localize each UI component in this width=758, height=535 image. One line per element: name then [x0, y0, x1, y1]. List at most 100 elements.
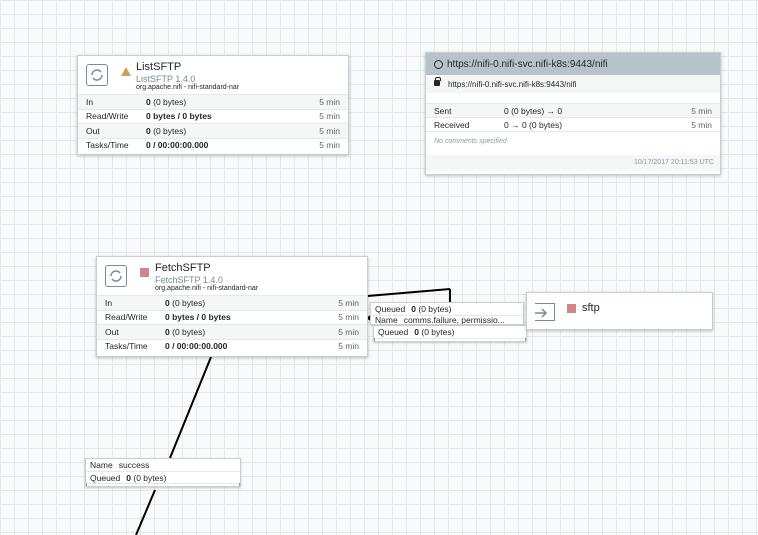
rpg-sent-row: Sent 0 (0 bytes) → 0 5 min: [426, 103, 720, 117]
lock-icon: [434, 77, 441, 86]
connection-backpressure-bar: [86, 483, 240, 486]
stat-label: Received: [434, 119, 470, 130]
stat-value: 0 → 0 (0 bytes): [504, 119, 563, 130]
stat-value-main: 0: [165, 326, 170, 337]
stat-row-read-write: Read/Write 0 bytes / 0 bytes 5 min: [97, 309, 367, 325]
connection-name-value: comms.failure, permissio...: [403, 315, 505, 324]
transmission-disabled-icon[interactable]: [434, 59, 443, 69]
stat-value: 0 (0 bytes): [165, 298, 338, 308]
stat-value: 0 / 00:00:00.000: [165, 341, 338, 351]
stat-label: Out: [86, 125, 100, 136]
stat-value-main: 0 bytes / 0 bytes: [146, 111, 212, 122]
connection-label-queued-top[interactable]: Queued 0 (0 bytes) Name comms.failure, p…: [370, 302, 524, 325]
stat-label: Read/Write: [86, 111, 129, 122]
processor-name: FetchSFTP: [155, 262, 211, 274]
connection-queued-label: Queued: [90, 472, 121, 483]
stat-label: Read/Write: [105, 312, 148, 323]
connection-queued-extra: (0 bytes): [133, 472, 167, 483]
connection-queued-extra: (0 bytes): [421, 327, 455, 337]
connection-backpressure-bar: [374, 338, 526, 341]
remote-process-group[interactable]: https://nifi-0.nifi-svc.nifi-k8s:9443/ni…: [425, 52, 721, 175]
stat-value: 0 (0 bytes): [165, 327, 338, 337]
stat-time: 5 min: [691, 119, 712, 130]
connection-queued-row: Queued 0 (0 bytes): [371, 303, 523, 315]
connection-queued-row: Queued 0 (0 bytes): [374, 326, 526, 338]
processor-fetchsftp[interactable]: FetchSFTP FetchSFTP 1.4.0 org.apache.nif…: [96, 256, 368, 357]
stat-value: 0 bytes / 0 bytes: [165, 312, 338, 322]
spacer: [426, 93, 720, 103]
stat-time: 5 min: [319, 111, 340, 122]
connection-name-row: Name success: [86, 459, 240, 471]
processor-header: FetchSFTP FetchSFTP 1.4.0 org.apache.nif…: [97, 257, 367, 295]
stat-label: Sent: [434, 105, 452, 116]
stat-value-main: 0: [146, 96, 151, 107]
stopped-icon[interactable]: [140, 268, 149, 277]
stat-time: 5 min: [338, 312, 359, 323]
connection-queued-label: Queued: [375, 304, 406, 314]
processor-refresh-icon: [86, 64, 108, 86]
stat-time: 5 min: [338, 326, 359, 337]
output-port-icon: [535, 303, 555, 321]
stat-row-tasks-time: Tasks/Time 0 / 00:00:00.000 5 min: [78, 137, 348, 153]
processor-bundle: org.apache.nifi - nifi-standard-nar: [155, 285, 259, 292]
stat-time: 5 min: [319, 96, 340, 107]
stat-value-main: 0 bytes / 0 bytes: [165, 312, 231, 323]
processor-bundle: org.apache.nifi - nifi-standard-nar: [136, 84, 240, 91]
warning-icon[interactable]: [121, 67, 131, 76]
connection-queued-value: 0: [126, 472, 131, 483]
processor-header: ListSFTP ListSFTP 1.4.0 org.apache.nifi …: [78, 56, 348, 94]
stopped-icon[interactable]: [567, 304, 576, 313]
stat-row-out: Out 0 (0 bytes) 5 min: [97, 324, 367, 339]
stat-value-main: 0 / 00:00:00.000: [146, 140, 209, 151]
processor-listsftp[interactable]: ListSFTP ListSFTP 1.4.0 org.apache.nifi …: [77, 55, 349, 155]
stat-label: Tasks/Time: [105, 341, 148, 352]
rpg-timestamp: 10/17/2017 20:11:53 UTC: [426, 155, 720, 171]
stat-label: Tasks/Time: [86, 140, 129, 151]
stat-value: 0 bytes / 0 bytes: [146, 111, 319, 121]
stat-row-tasks-time: Tasks/Time 0 / 00:00:00.000 5 min: [97, 338, 367, 354]
stat-value: 0 / 00:00:00.000: [146, 140, 319, 150]
connection-name-row: Name comms.failure, permissio...: [371, 315, 523, 324]
output-port-sftp[interactable]: sftp: [526, 292, 713, 330]
stat-label: Out: [105, 326, 119, 337]
stat-value-extra: (0 bytes): [172, 297, 206, 308]
processor-refresh-icon: [105, 265, 127, 287]
connection-queued-value: 0: [411, 304, 416, 314]
connection-queued-value: 0: [414, 327, 419, 337]
stat-row-in: In 0 (0 bytes) 5 min: [78, 94, 348, 109]
stat-label: In: [86, 96, 94, 107]
rpg-received-row: Received 0 → 0 (0 bytes) 5 min: [426, 117, 720, 131]
connection-queued-extra: (0 bytes): [418, 304, 452, 314]
stat-row-out: Out 0 (0 bytes) 5 min: [78, 123, 348, 138]
stat-value-extra: (0 bytes): [153, 125, 187, 136]
connection-line-fetch-to-sftp: [367, 288, 451, 297]
stat-value-main: 0 / 00:00:00.000: [165, 341, 228, 352]
stat-value-extra: (0 bytes): [172, 326, 206, 337]
stat-row-in: In 0 (0 bytes) 5 min: [97, 295, 367, 310]
stat-time: 5 min: [319, 125, 340, 136]
stat-value-main: 0: [165, 297, 170, 308]
connection-queued-row: Queued 0 (0 bytes): [86, 471, 240, 483]
connection-line-fetch-down: [169, 356, 212, 459]
rpg-header: https://nifi-0.nifi-svc.nifi-k8s:9443/ni…: [426, 53, 720, 75]
processor-name: ListSFTP: [136, 61, 182, 73]
processor-type: ListSFTP 1.4.0: [136, 74, 196, 84]
stat-row-read-write: Read/Write 0 bytes / 0 bytes 5 min: [78, 108, 348, 124]
stat-value-extra: (0 bytes): [153, 96, 187, 107]
stat-value: 0 (0 bytes): [146, 97, 319, 107]
stat-time: 5 min: [319, 140, 340, 151]
stat-time: 5 min: [691, 105, 712, 116]
stat-value: 0 (0 bytes) → 0: [504, 105, 563, 116]
connection-label-success[interactable]: Name success Queued 0 (0 bytes): [85, 458, 241, 487]
stat-value-main: 0: [146, 125, 151, 136]
stat-value: 0 (0 bytes): [146, 126, 319, 136]
output-port-name: sftp: [582, 302, 600, 314]
processor-stats: In 0 (0 bytes) 5 min Read/Write 0 bytes …: [97, 295, 367, 353]
rpg-url: https://nifi-0.nifi-svc.nifi-k8s:9443/ni…: [448, 79, 577, 89]
connection-label-queued-bottom[interactable]: Queued 0 (0 bytes): [373, 325, 527, 342]
stat-label: In: [105, 297, 113, 308]
connection-queued-label: Queued: [378, 327, 409, 337]
connection-name-label: Name: [375, 315, 398, 324]
